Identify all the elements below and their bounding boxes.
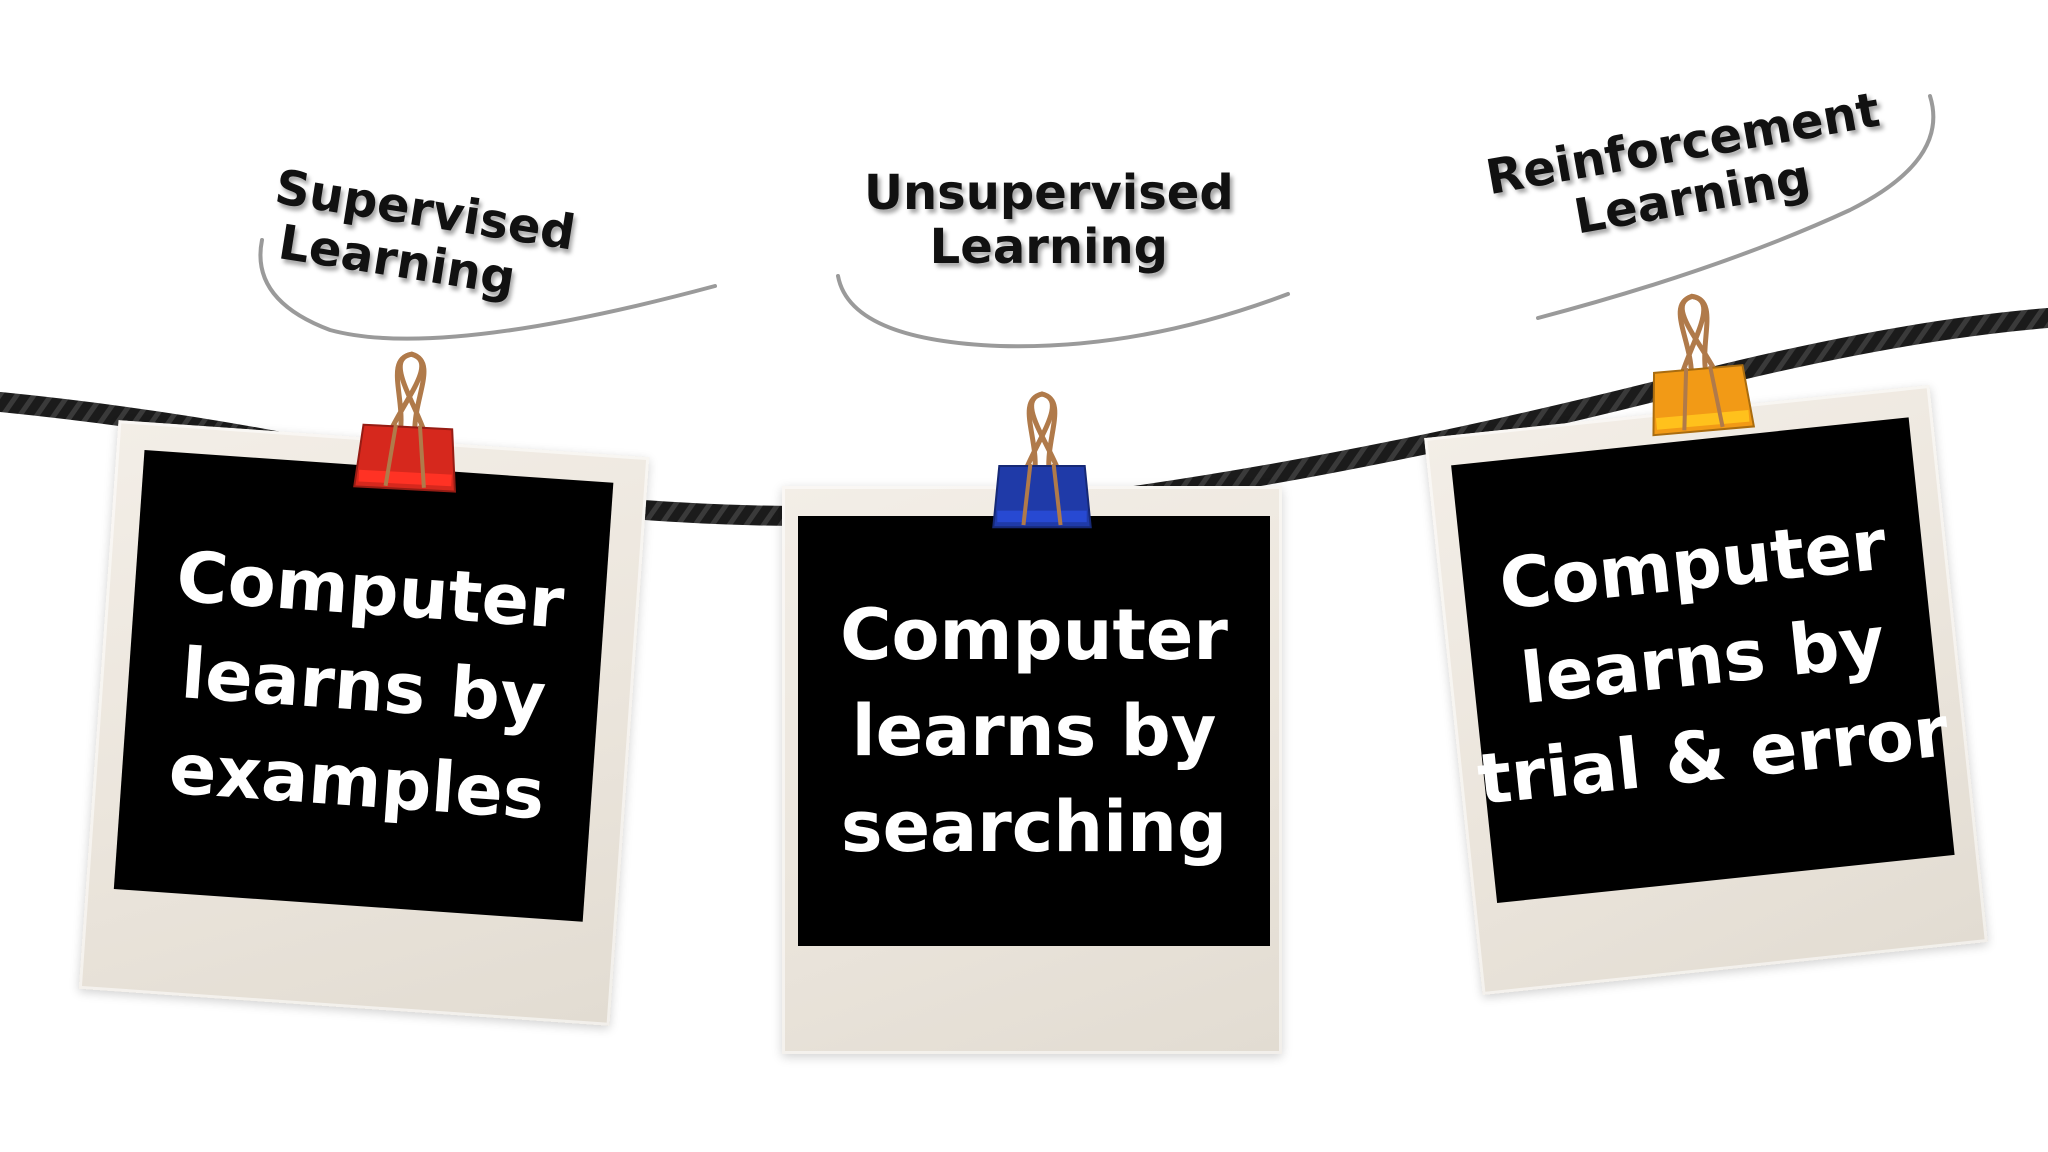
polaroid-card-unsupervised: Computer learns by searching xyxy=(782,486,1282,1054)
underline-curve-unsupervised xyxy=(836,274,1290,349)
photo-panel: Computer learns by trial & error xyxy=(1451,417,1955,904)
binder-clip-icon xyxy=(344,345,472,503)
binder-clip-icon xyxy=(984,388,1100,538)
description-text: Computer learns by examples xyxy=(160,529,567,843)
underline-curve-supervised xyxy=(258,238,717,341)
photo-panel: Computer learns by searching xyxy=(798,516,1270,946)
underline-curve-reinforcement xyxy=(1536,94,1936,320)
heading-unsupervised-learning: Unsupervised Learning xyxy=(864,166,1234,274)
polaroid-card-reinforcement: Computer learns by trial & error xyxy=(1424,384,1988,996)
heading-line-1: Unsupervised xyxy=(864,165,1234,221)
description-text: Computer learns by trial & error xyxy=(1453,492,1953,828)
binder-clip-icon xyxy=(1632,285,1765,447)
polaroid-card-supervised: Computer learns by examples xyxy=(78,420,650,1026)
description-line-2: learns by xyxy=(851,690,1217,772)
description-text: Computer learns by searching xyxy=(840,587,1228,875)
heading-line-2: Learning xyxy=(929,219,1169,275)
photo-panel: Computer learns by examples xyxy=(113,450,614,922)
description-line-3: searching xyxy=(840,786,1228,868)
description-line-1: Computer xyxy=(840,594,1228,676)
